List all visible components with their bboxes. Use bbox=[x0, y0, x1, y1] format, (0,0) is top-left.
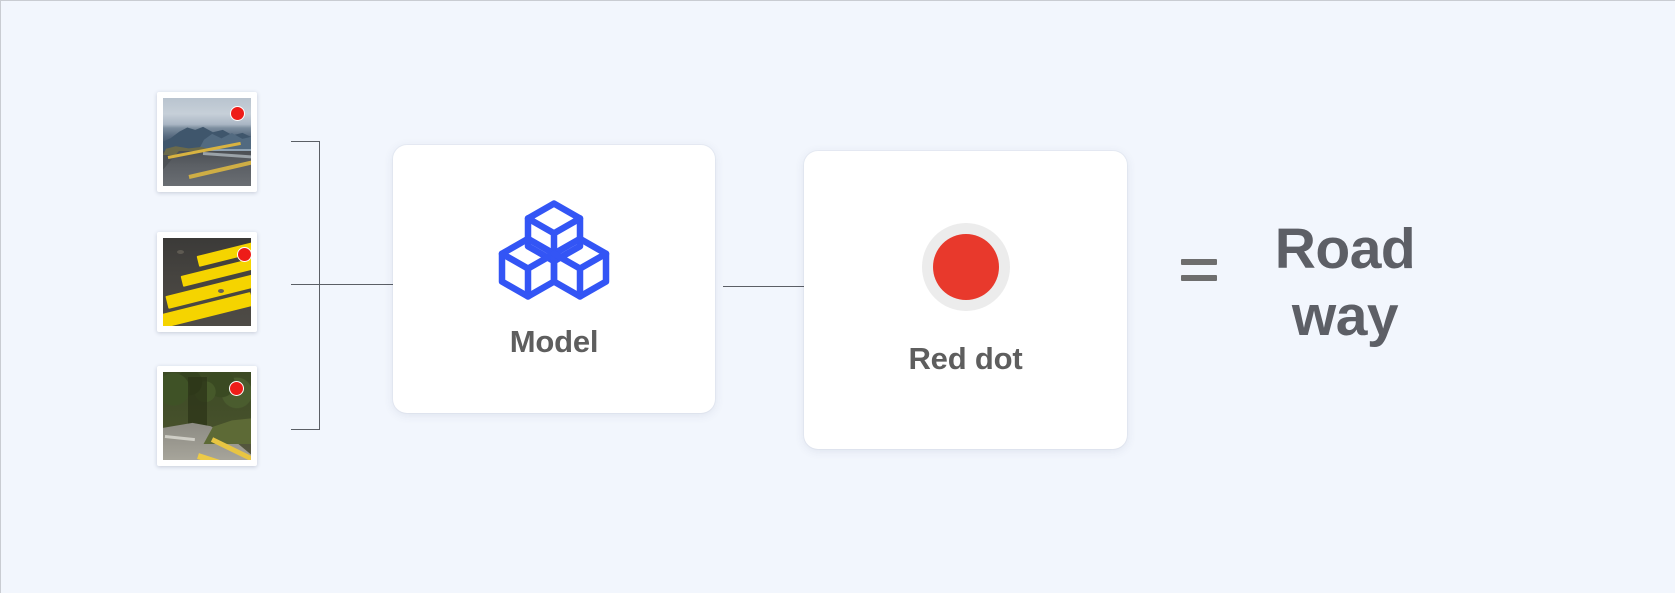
input-thumbnail-yellow-crosswalk[interactable] bbox=[157, 232, 257, 332]
bracket-to-model-line bbox=[319, 284, 395, 285]
equals-bar-bottom bbox=[1181, 275, 1217, 281]
result-line-2: way bbox=[1291, 284, 1399, 349]
forest-curve-photo bbox=[163, 372, 251, 460]
mountain-highway-photo bbox=[163, 98, 251, 186]
dark-tree-trunk bbox=[187, 377, 207, 427]
result-label: Road way bbox=[1259, 216, 1431, 351]
bracket-stub-middle bbox=[291, 284, 319, 285]
equals-bar-top bbox=[1181, 259, 1217, 265]
output-card-label: Red dot bbox=[908, 341, 1023, 376]
asphalt-speck bbox=[177, 250, 185, 255]
bracket-stub-bottom bbox=[291, 429, 319, 430]
red-dot-icon bbox=[229, 381, 244, 396]
red-dot-icon bbox=[230, 106, 245, 121]
red-dot-icon bbox=[237, 247, 251, 262]
model-card[interactable]: Model bbox=[393, 145, 715, 413]
model-to-output-line bbox=[723, 286, 805, 287]
input-thumbnail-mountain-highway[interactable] bbox=[157, 92, 257, 192]
equals-icon bbox=[1181, 259, 1217, 285]
bracket-spine bbox=[319, 141, 320, 430]
red-dot-core bbox=[932, 234, 999, 300]
cubes-icon bbox=[498, 200, 610, 300]
result-line-1: Road bbox=[1274, 217, 1416, 281]
mountain-peak-shape bbox=[198, 132, 251, 151]
input-thumbnail-forest-curve[interactable] bbox=[157, 366, 257, 466]
model-card-label: Model bbox=[509, 324, 599, 359]
asphalt-speck bbox=[217, 289, 224, 294]
red-dot-icon bbox=[921, 223, 1010, 311]
output-card-red-dot[interactable]: Red dot bbox=[804, 151, 1127, 449]
yellow-crosswalk-photo bbox=[163, 238, 251, 326]
foreground-hill-shape bbox=[163, 146, 213, 156]
bracket-stub-top bbox=[291, 141, 319, 142]
